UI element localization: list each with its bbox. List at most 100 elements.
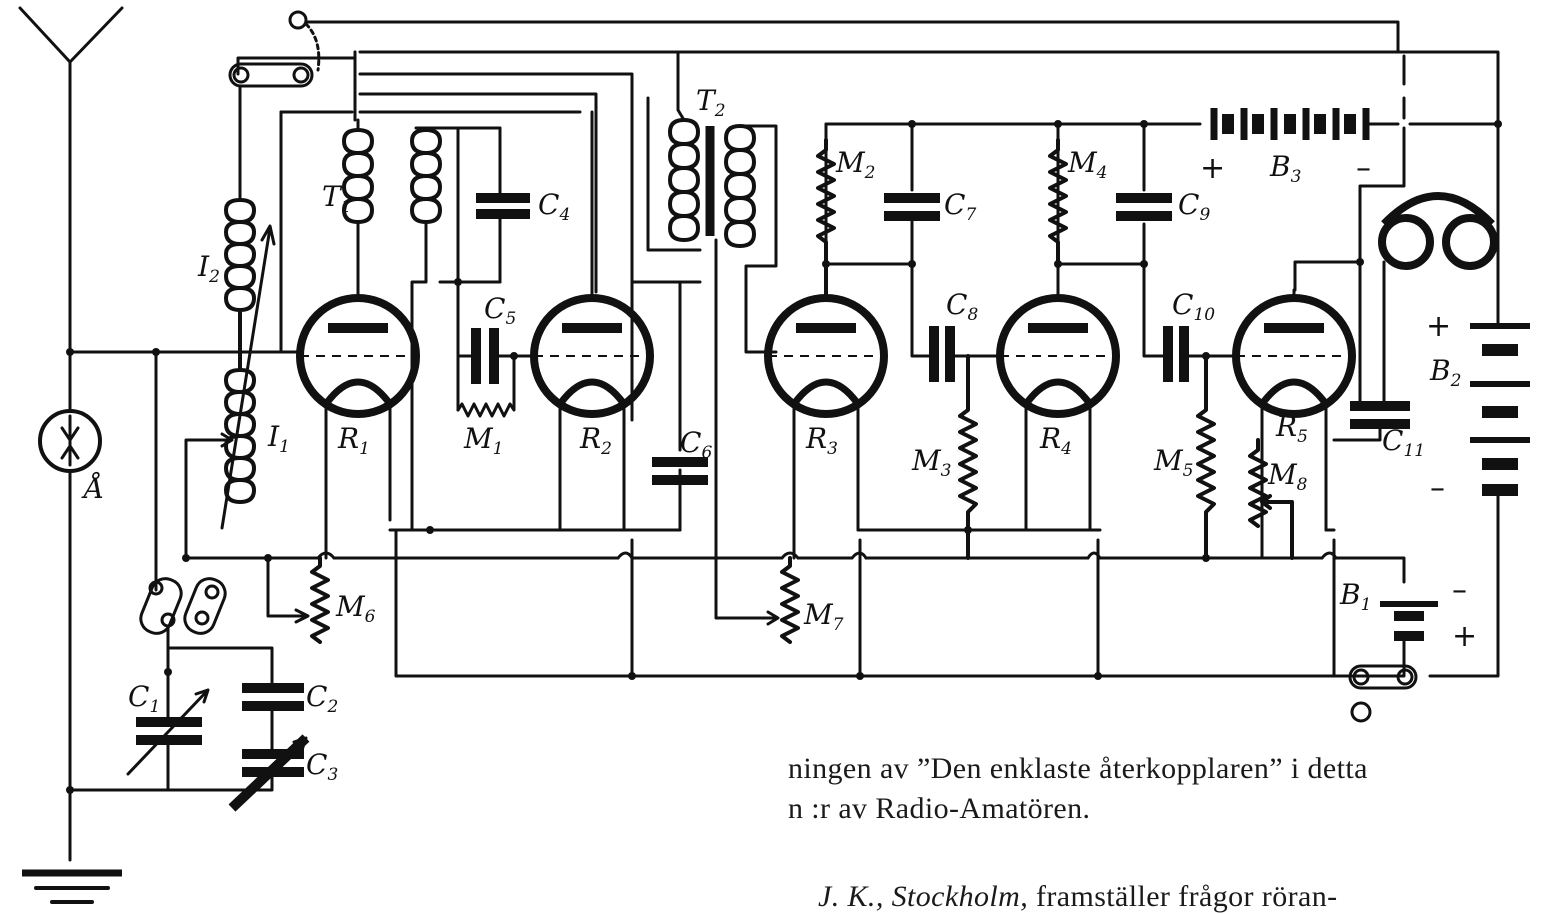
grid-switch-jacks	[139, 577, 227, 650]
junction-dots	[66, 120, 1502, 794]
wire	[356, 110, 1296, 302]
label-m2: M2	[835, 146, 876, 183]
label-c9: C9	[1178, 188, 1210, 225]
label-c8: C8	[946, 288, 978, 325]
tube-r3	[764, 294, 888, 418]
body-text-line-2: n :r av Radio-Amatören.	[788, 792, 1091, 825]
polarity-signs: + – + – – +	[1200, 151, 1477, 654]
label-c4: C4	[538, 188, 570, 225]
label-m4: M4	[1067, 146, 1108, 183]
capacitor-c1	[126, 646, 210, 792]
filament-bus-a	[184, 556, 1406, 584]
resistor-m7	[780, 556, 800, 644]
wire	[714, 124, 780, 626]
b1-minus-sign: –	[1452, 573, 1467, 608]
transformer-t2	[668, 118, 756, 248]
label-r4: R4	[1039, 422, 1072, 459]
capacitor-c6	[652, 457, 708, 485]
top-terminal	[288, 10, 308, 30]
resistor-m5	[1196, 354, 1216, 560]
capacitor-c9	[1116, 193, 1172, 221]
wire	[353, 78, 598, 294]
label-r3: R3	[805, 422, 838, 459]
capacitor-c10	[1142, 262, 1238, 382]
resistor-m2	[816, 138, 836, 300]
label-m5: M5	[1153, 444, 1194, 481]
wire	[316, 551, 1338, 560]
ground-symbol	[22, 869, 122, 904]
label-r1: R1	[337, 422, 370, 459]
resistor-m4	[1048, 138, 1068, 266]
b1-plus-sign: +	[1452, 619, 1477, 654]
body-text-line-3-rest: framställer frågor röran-	[1028, 880, 1338, 913]
battery-b3	[1210, 108, 1370, 140]
label-ammeter: Å	[81, 472, 104, 505]
label-l2: I2	[197, 250, 220, 287]
label-b3: B3	[1269, 150, 1301, 187]
capacitor-c4	[476, 126, 530, 284]
ammeter-symbol	[38, 409, 102, 473]
label-c1: C1	[128, 680, 160, 717]
upper-jack	[228, 62, 314, 88]
wire	[646, 50, 702, 252]
wire	[676, 88, 686, 122]
label-c10: C10	[1172, 288, 1215, 325]
lower-jack	[1348, 664, 1418, 723]
b2-plus-sign: +	[1426, 309, 1451, 344]
label-t2: T2	[696, 84, 726, 121]
label-m6: M6	[335, 590, 376, 627]
capacitor-c3	[228, 734, 310, 812]
b3-minus-sign: –	[1356, 151, 1371, 186]
battery-b2	[1428, 318, 1530, 678]
variable-coupling-arrow	[220, 224, 276, 530]
body-text-line-3: J. K., Stockholm, framställer frågor rör…	[818, 880, 1338, 914]
wire	[824, 122, 1146, 266]
tube-r4	[996, 294, 1120, 418]
resistor-m6	[310, 556, 330, 644]
resistor-m8	[1248, 438, 1294, 560]
label-c3: C3	[306, 748, 338, 785]
tube-r1	[296, 294, 420, 418]
b2-minus-sign: –	[1430, 471, 1445, 506]
capacitor-c7	[884, 193, 940, 266]
resistor-m1	[456, 354, 516, 418]
label-c5: C5	[484, 292, 516, 329]
label-m8: M8	[1267, 458, 1308, 495]
top-bus-wire	[304, 20, 1406, 292]
component-labels: T1 T2 I2 I1 R1 R2 R3 R4 R5 C4 C5 C6 C7 C…	[81, 84, 1461, 785]
label-c6: C6	[680, 426, 712, 463]
tube-r2	[530, 294, 654, 418]
capacitor-c2	[242, 683, 304, 711]
filament-bus-c	[394, 528, 1406, 678]
capacitor-c8	[910, 262, 1002, 382]
filament-bus-b	[388, 468, 1336, 532]
label-c11: C11	[1382, 424, 1425, 461]
b3-plus-sign: +	[1200, 151, 1225, 186]
author-name: J. K., Stockholm,	[818, 880, 1029, 913]
label-t1: T1	[322, 180, 352, 217]
coil-l2	[224, 198, 256, 352]
switch-dash-link	[304, 22, 321, 72]
label-b2: B2	[1429, 354, 1461, 391]
capacitor-c11	[1332, 260, 1410, 442]
body-text-line-1: ningen av ”Den enklaste återkopplaren” i…	[788, 752, 1368, 785]
resistor-m3	[958, 354, 978, 560]
label-m3: M3	[911, 444, 952, 481]
label-r2: R2	[579, 422, 612, 459]
battery-b1	[1380, 601, 1438, 670]
wire	[266, 556, 310, 624]
wire	[184, 432, 234, 560]
label-c7: C7	[944, 188, 976, 225]
transformer-t1	[342, 128, 442, 224]
headphones-symbol	[1378, 192, 1500, 408]
capacitor-c5	[456, 328, 536, 384]
label-m7: M7	[803, 598, 844, 635]
wire	[68, 646, 274, 792]
wire	[238, 84, 283, 352]
hf-bus-wire	[236, 46, 1500, 322]
label-r5: R5	[1275, 410, 1308, 447]
label-b1: B1	[1339, 578, 1371, 615]
label-l1: I1	[267, 420, 290, 457]
label-m1: M1	[463, 422, 504, 459]
